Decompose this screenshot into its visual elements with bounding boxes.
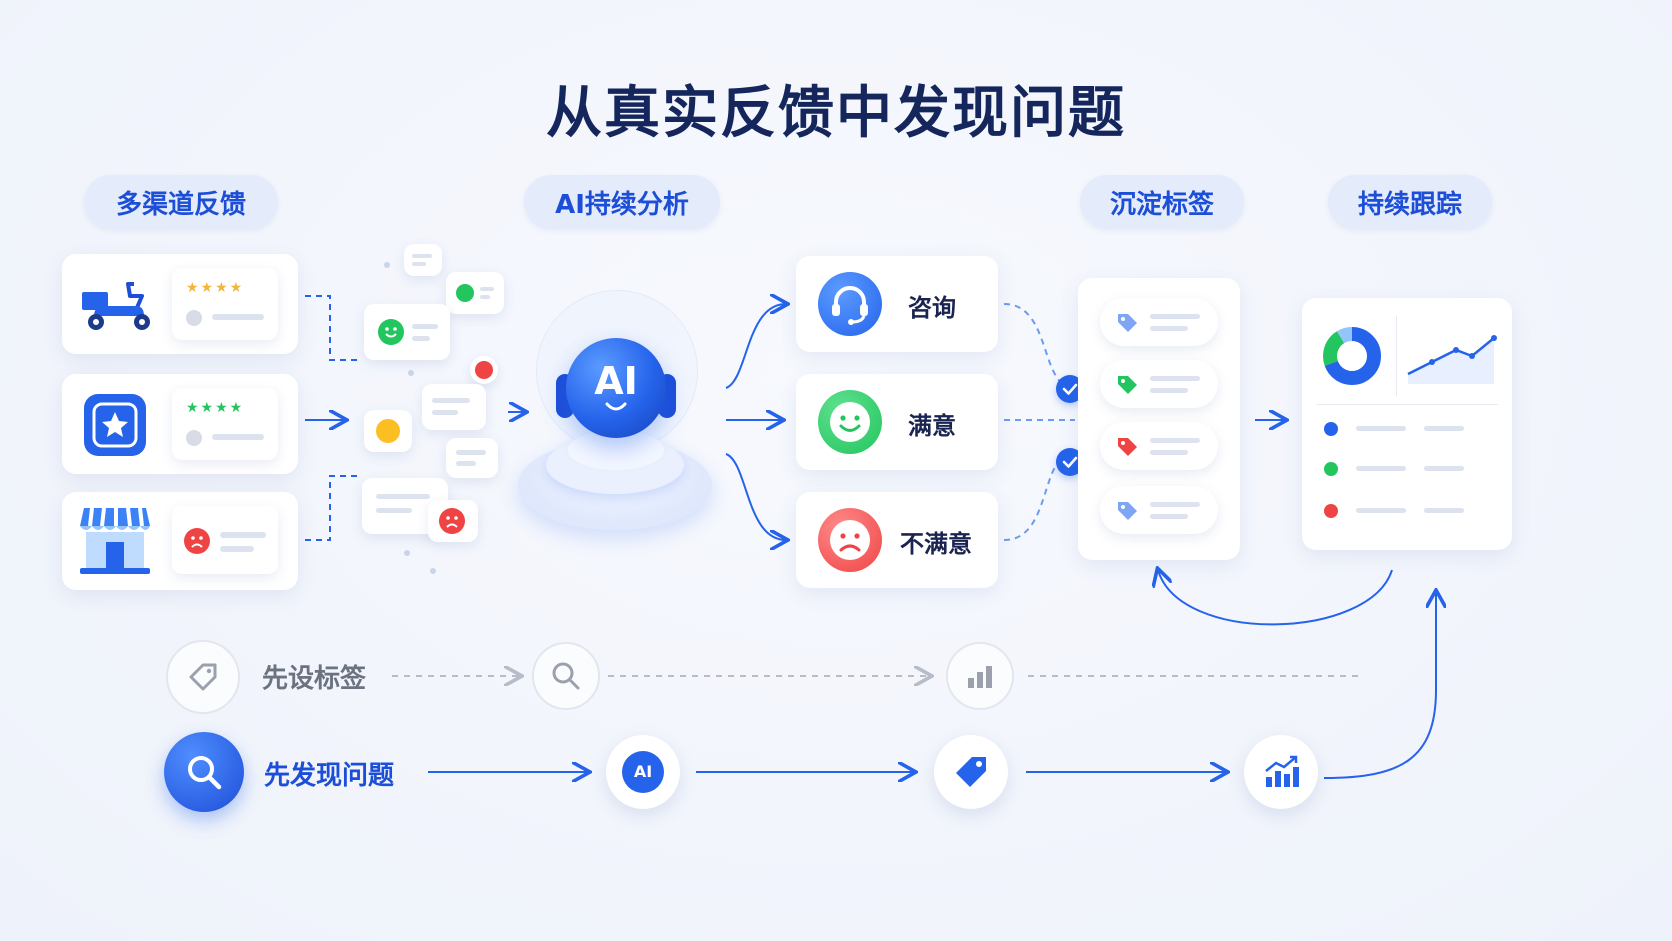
ai-badge-text: AI [594,359,638,403]
ai-robot-icon: AI [622,751,664,793]
flow-old-search-step [532,642,600,710]
stage-ai-analysis-pill: AI持续分析 [524,175,720,229]
neutral-face-icon [376,419,400,443]
channel-card-appstore: ★★★★ [62,374,298,474]
status-dot-red [1324,504,1338,518]
flow-new-chart-step [1244,735,1318,809]
sentiment-label-unsatisfied: 不满意 [900,530,972,558]
tracking-dashboard [1302,298,1512,550]
tag-icon [1118,314,1137,332]
star-rating-icon: ★★★★ [186,400,245,416]
stage-tracking-pill: 持续跟踪 [1328,175,1492,229]
flow-old-chart-step [946,642,1014,710]
status-dot-blue [1324,422,1338,436]
stage-tags-pill: 沉淀标签 [1080,175,1244,229]
app-star-icon [84,394,146,456]
tag-icon [1118,376,1137,394]
tags-panel [1078,278,1240,560]
tag-icon [1118,502,1137,520]
sad-face-icon [439,508,465,534]
avatar-icon [186,430,202,446]
line-chart-icon [1407,335,1497,384]
flow-new-tag-step [934,735,1008,809]
smile-face-icon [456,284,474,302]
smile-face-icon [378,319,404,345]
sad-face-icon [475,361,493,379]
donut-chart-icon [1323,327,1381,385]
channel-card-delivery: ★★★★ [62,254,298,354]
storefront-icon [80,507,150,574]
tag-row [1100,422,1218,470]
tag-row [1100,360,1218,408]
sentiment-card-consult: 咨询 [796,256,998,352]
tag-row [1100,486,1218,534]
sentiment-card-unsatisfied: 不满意 [796,492,998,588]
review-bubble: ★★★★ [172,268,278,340]
tag-icon [956,757,986,787]
bar-chart-icon [968,666,992,688]
review-bubble [172,506,278,574]
headset-icon [818,272,882,336]
flow-new-ai-step: AI [606,735,680,809]
avatar-icon [186,310,202,326]
review-bubble: ★★★★ [172,388,278,460]
flow-new-search-step [164,732,244,812]
ai-badge-small: AI [633,762,653,781]
smile-face-icon [818,390,882,454]
ai-robot-icon: AI [566,338,666,438]
search-icon [552,662,580,690]
scooter-icon [82,282,150,330]
trend-chart-icon [1265,755,1299,787]
page-title: 从真实反馈中发现问题 [546,81,1126,146]
flow-new-label: 先发现问题 [264,761,395,791]
sad-face-icon [818,508,882,572]
stage-channels-pill: 多渠道反馈 [84,175,278,229]
tag-outline-icon [189,663,217,691]
flow-old-tag-step [166,640,240,714]
search-icon [188,756,222,790]
sad-face-icon [184,528,210,554]
sentiment-label-satisfied: 满意 [908,412,956,440]
star-rating-icon: ★★★★ [186,280,245,296]
flow-old-label: 先设标签 [262,664,367,694]
tag-row [1100,298,1218,346]
sentiment-card-satisfied: 满意 [796,374,998,470]
tag-icon [1118,438,1137,456]
sentiment-label-consult: 咨询 [908,294,956,322]
channel-card-store [62,492,298,590]
status-dot-green [1324,462,1338,476]
